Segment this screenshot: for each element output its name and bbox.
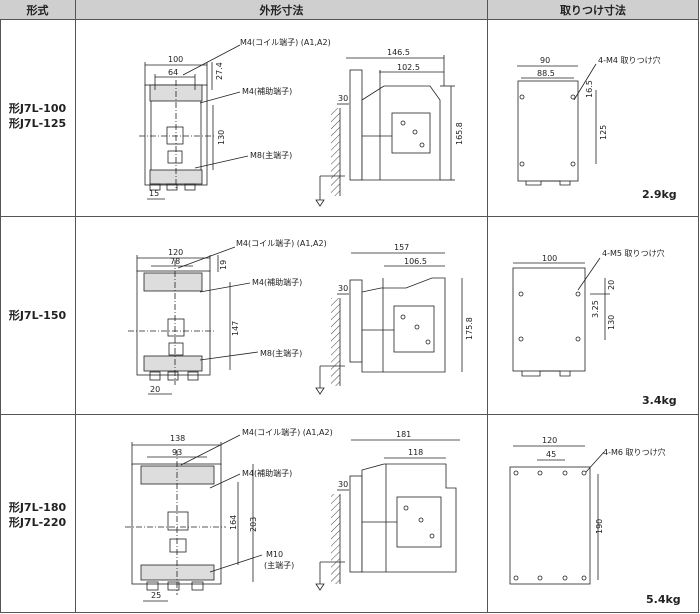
dim-side-height: 175.8 bbox=[465, 317, 474, 340]
mount-height: 130 bbox=[607, 315, 616, 330]
dim-height-total: 203 bbox=[249, 517, 258, 532]
dim-top: 19 bbox=[219, 260, 228, 270]
dim-depth-inner: 106.5 bbox=[404, 257, 427, 266]
mount-width: 100 bbox=[542, 254, 557, 263]
model-name: 形J7L-180 bbox=[8, 501, 67, 514]
model-name: 形J7L-220 bbox=[8, 516, 67, 529]
main-terminal-label: (主端子) bbox=[264, 560, 294, 570]
dim-height: 147 bbox=[231, 321, 240, 336]
mount-height: 125 bbox=[599, 125, 608, 140]
dim-top: 27.4 bbox=[215, 62, 224, 80]
front-view-row3 bbox=[125, 434, 263, 602]
dim-offset: 30 bbox=[338, 94, 348, 103]
model-name: 形J7L-125 bbox=[8, 117, 67, 130]
model-cell-row2: 形J7L-150 bbox=[0, 308, 75, 323]
mount-view-row3 bbox=[509, 445, 605, 585]
mount-width-inner: 88.5 bbox=[537, 69, 555, 78]
dim-width: 100 bbox=[168, 55, 183, 64]
front-view-row2 bbox=[128, 246, 259, 395]
dim-depth: 181 bbox=[396, 430, 411, 439]
mount-hole-label: 4-M6 取りつけ穴 bbox=[603, 447, 666, 457]
model-name: 形J7L-150 bbox=[8, 309, 67, 322]
model-cell-row1: 形J7L-100 形J7L-125 bbox=[0, 101, 75, 131]
header-mounting-dimensions: 取りつけ寸法 bbox=[488, 0, 698, 20]
main-terminal-label: M8(主端子) bbox=[250, 150, 292, 160]
column-divider bbox=[487, 0, 488, 613]
main-terminal-label: M10 bbox=[266, 550, 283, 559]
side-view-row2 bbox=[315, 252, 463, 395]
dim-inner: 64 bbox=[168, 68, 178, 77]
aux-terminal-label: M4(補助端子) bbox=[252, 277, 302, 287]
model-cell-row3: 形J7L-180 形J7L-220 bbox=[0, 500, 75, 530]
mount-width: 90 bbox=[540, 56, 550, 65]
model-name: 形J7L-100 bbox=[8, 102, 67, 115]
dim-inner: 78 bbox=[170, 257, 180, 266]
dim-offset: 30 bbox=[338, 284, 348, 293]
aux-terminal-label: M4(補助端子) bbox=[242, 468, 292, 478]
dim-depth-inner: 102.5 bbox=[397, 63, 420, 72]
dim-depth: 157 bbox=[394, 243, 409, 252]
dim-side-height: 165.8 bbox=[455, 122, 464, 145]
weight-label: 5.4kg bbox=[646, 593, 681, 606]
dim-height: 164 bbox=[229, 515, 238, 530]
mount-offset: 16.5 bbox=[585, 80, 594, 98]
column-divider bbox=[75, 0, 76, 613]
dim-depth-inner: 118 bbox=[408, 448, 423, 457]
mount-width-inner: 45 bbox=[546, 450, 556, 459]
coil-terminal-label: M4(コイル端子) (A1,A2) bbox=[236, 238, 327, 248]
header-model: 形式 bbox=[0, 0, 75, 20]
weight-label: 3.4kg bbox=[642, 394, 677, 407]
mount-height: 190 bbox=[595, 519, 604, 534]
dim-inner: 93 bbox=[172, 448, 182, 457]
aux-terminal-label: M4(補助端子) bbox=[242, 86, 292, 96]
mount-hole-label: 4-M4 取りつけ穴 bbox=[598, 55, 661, 65]
dim-height: 130 bbox=[217, 130, 226, 145]
mount-offset: 20 bbox=[607, 280, 616, 290]
header-outline-dimensions: 外形寸法 bbox=[76, 0, 487, 20]
coil-terminal-label: M4(コイル端子) (A1,A2) bbox=[242, 427, 333, 437]
row-divider bbox=[0, 414, 699, 415]
row-divider bbox=[0, 216, 699, 217]
side-view-row1 bbox=[315, 55, 455, 207]
mount-offset-small: 3.25 bbox=[591, 300, 600, 318]
dim-width: 138 bbox=[170, 434, 185, 443]
dim-offset: 30 bbox=[338, 480, 348, 489]
coil-terminal-label: M4(コイル端子) (A1,A2) bbox=[240, 37, 331, 47]
dim-depth: 146.5 bbox=[387, 48, 410, 57]
dim-foot: 25 bbox=[151, 591, 161, 600]
mount-view-row2 bbox=[512, 257, 610, 377]
weight-label: 2.9kg bbox=[642, 188, 677, 201]
dim-foot: 20 bbox=[150, 385, 160, 394]
mount-width: 120 bbox=[542, 436, 557, 445]
mount-hole-label: 4-M5 取りつけ穴 bbox=[602, 248, 665, 258]
dim-foot: 15 bbox=[149, 189, 159, 198]
side-view-row3 bbox=[315, 439, 460, 591]
dim-width: 120 bbox=[168, 248, 183, 257]
main-terminal-label: M8(主端子) bbox=[260, 348, 302, 358]
front-view-row1 bbox=[139, 44, 249, 200]
mount-view-row1 bbox=[517, 63, 597, 186]
